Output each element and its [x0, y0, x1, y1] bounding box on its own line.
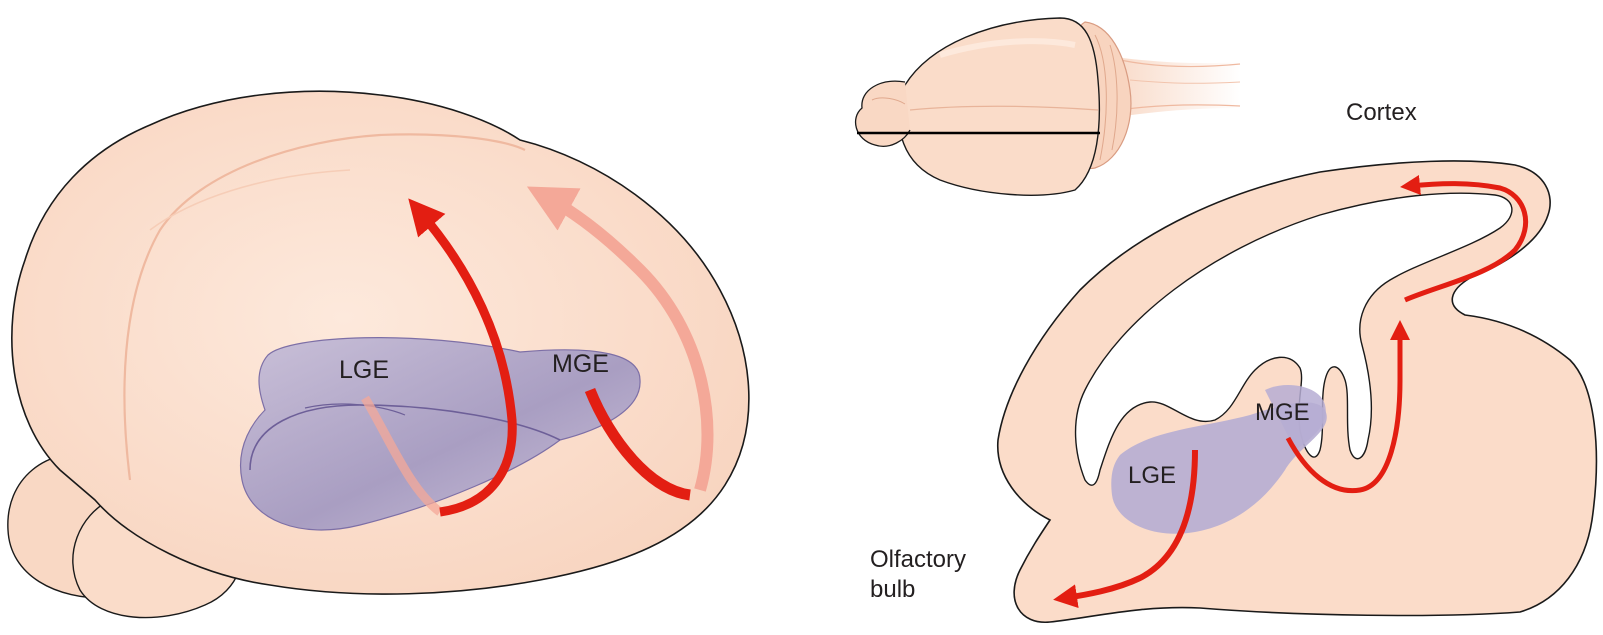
faded-migration-arrow-lge	[361, 395, 443, 516]
olfactory-label-line2: bulb	[870, 576, 915, 603]
cortex-label: Cortex	[1346, 99, 1417, 126]
coronal-section-panel: Cortex MGE LGE Olfactory bulb	[870, 99, 1598, 623]
right-mge-cortex-arrow-lower	[1285, 320, 1410, 494]
dorsal-brain-inset	[854, 17, 1241, 196]
olfactory-label-line1: Olfactory	[870, 546, 966, 573]
migration-arrow-lge-loop	[408, 198, 517, 517]
faded-migration-arrow-dorsal	[526, 186, 714, 492]
olfactory-bulb-shape	[854, 80, 911, 147]
left-mge-label: MGE	[552, 350, 609, 378]
sulcus-line-2	[149, 169, 351, 231]
spinal-cord-shape	[1100, 55, 1240, 118]
migration-arrow-mge-loop	[584, 387, 692, 501]
left-lge-label: LGE	[339, 356, 389, 384]
lateral-brain-panel: LGE MGE	[7, 90, 750, 619]
lge-fold-line	[304, 403, 406, 416]
right-mge-label: MGE	[1255, 399, 1310, 426]
sulcus-line	[123, 133, 526, 481]
right-lge-label: LGE	[1128, 462, 1176, 489]
right-ge-region	[1111, 402, 1327, 534]
right-cortex-arrow-upper	[1400, 175, 1529, 303]
lateral-ventricle	[1074, 192, 1513, 486]
right-lge-olfactory-arrow	[1053, 449, 1198, 609]
